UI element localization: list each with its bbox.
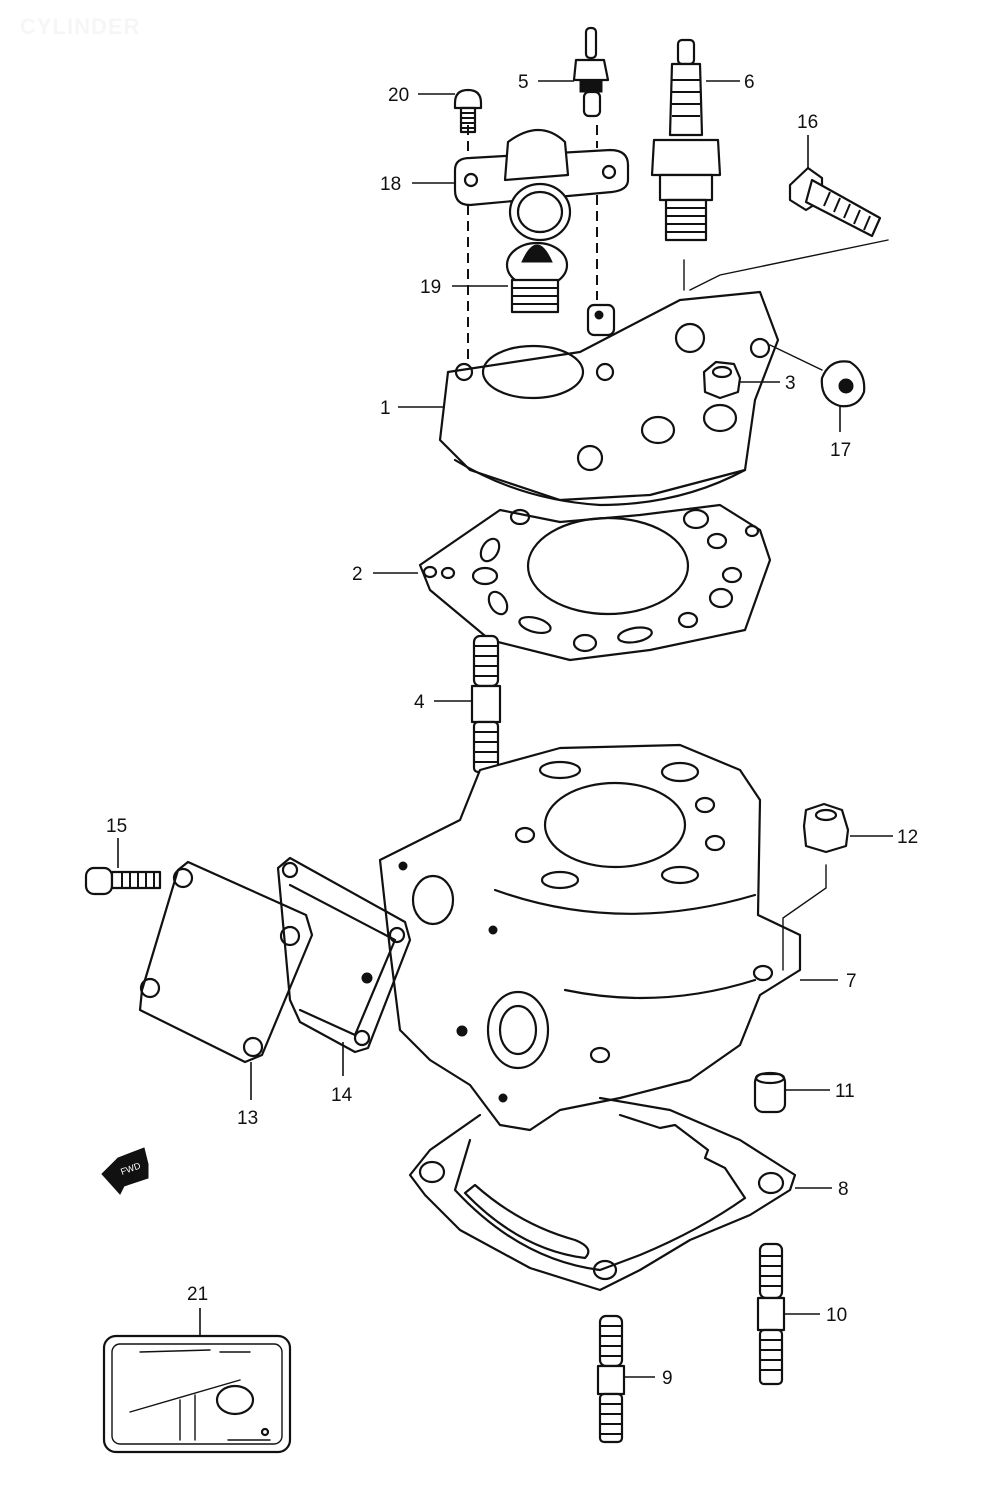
part-18-thermostat-cover[interactable] [453,129,630,242]
callout-9: 9 [662,1368,673,1389]
part-10-stud[interactable] [756,1242,786,1386]
diagram-title: CYLINDER [20,14,141,39]
part-13-reed-cover[interactable] [138,860,314,1064]
callout-5: 5 [518,72,529,93]
part-19-thermostat[interactable] [505,241,569,314]
callout-1: 1 [380,398,391,419]
part-2-head-gasket[interactable] [418,503,772,662]
callout-3: 3 [785,373,796,394]
part-8-base-gasket[interactable] [408,1096,797,1292]
part-16-bolt[interactable] [788,166,882,238]
part-15-bolt[interactable] [84,866,162,896]
part-21-gasket-set[interactable] [102,1334,292,1454]
callout-15: 15 [106,816,127,837]
callout-2: 2 [352,564,363,585]
callout-4: 4 [414,692,425,713]
callout-10: 10 [826,1305,847,1326]
callout-6: 6 [744,72,755,93]
part-20-screw[interactable] [453,88,483,134]
part-14-reed-gasket[interactable] [276,856,412,1054]
front-direction-arrow-icon: FWD [101,1147,149,1195]
part-3-head-nut[interactable] [702,360,742,400]
callout-21: 21 [187,1284,208,1305]
part-7-cylinder[interactable] [378,743,802,1132]
callout-17: 17 [830,440,851,461]
callout-7: 7 [846,971,857,992]
part-4-stud[interactable] [470,634,502,774]
callout-8: 8 [838,1179,849,1200]
part-17-flange-nut[interactable] [820,360,866,408]
callout-20: 20 [388,85,409,106]
callout-12: 12 [897,827,918,848]
part-9-stud[interactable] [596,1314,626,1444]
part-11-dowel-pin[interactable] [753,1071,787,1114]
callout-13: 13 [237,1108,258,1129]
callout-19: 19 [420,277,441,298]
part-1-cylinder-head[interactable] [438,290,780,507]
part-12-cylinder-nut[interactable] [802,802,850,854]
part-5-temperature-sensor[interactable] [572,26,610,118]
callout-14: 14 [331,1085,353,1106]
callout-11: 11 [835,1081,855,1102]
part-6-spark-plug[interactable] [650,38,722,242]
callout-18: 18 [380,174,401,195]
callout-16: 16 [797,112,818,133]
